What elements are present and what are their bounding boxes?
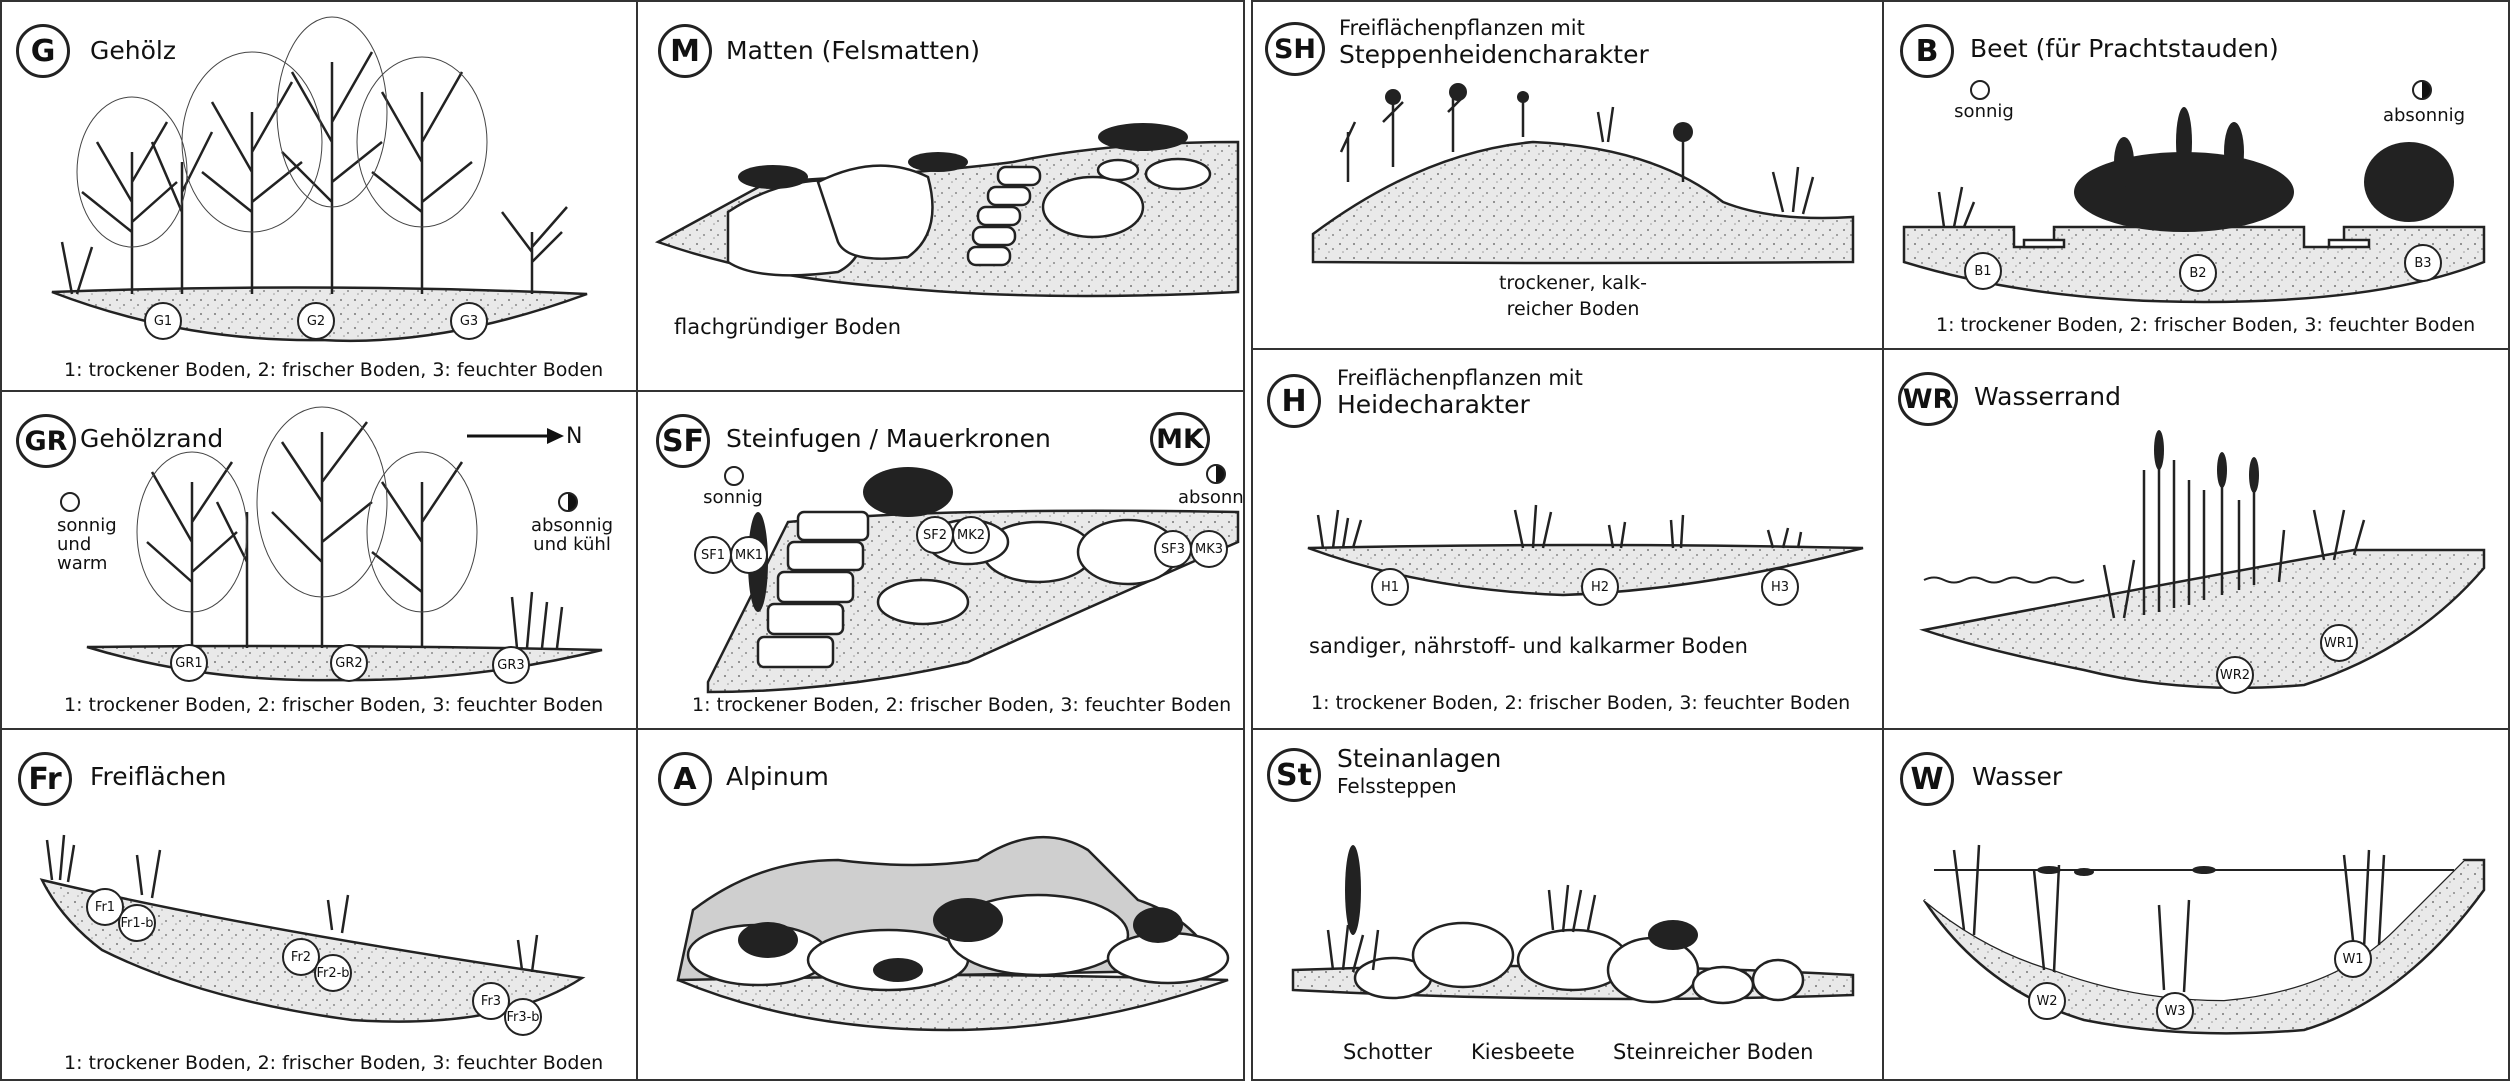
badge-st: St bbox=[1267, 748, 1321, 802]
note-matten: flachgründiger Boden bbox=[674, 315, 901, 339]
subtitle-felssteppen: Felssteppen bbox=[1337, 772, 1457, 800]
badge-fr: Fr bbox=[18, 752, 72, 806]
badge-w: W bbox=[1900, 752, 1954, 806]
tag-fr2-b: Fr2-b bbox=[314, 954, 352, 992]
tag-w1: W1 bbox=[2334, 940, 2372, 978]
badge-wr: WR bbox=[1898, 372, 1958, 426]
tag-g2: G2 bbox=[297, 302, 335, 340]
title-steinfugen: Steinfugen / Mauerkronen bbox=[726, 424, 1051, 454]
north-label: N bbox=[566, 422, 582, 452]
title-steppenheide: Freiflächenpflanzen mit bbox=[1339, 14, 1585, 42]
half-shade-icon bbox=[2412, 80, 2432, 100]
sun-icon bbox=[724, 466, 744, 486]
panel-gehoelzrand: GR Gehölzrand N sonnig und warm absonnig… bbox=[0, 390, 638, 730]
label-kiesbeete: Kiesbeete bbox=[1471, 1040, 1575, 1064]
subtitle-steppenheide: Steppenheidencharakter bbox=[1339, 40, 1649, 70]
tag-mk2: MK2 bbox=[952, 516, 990, 554]
half-shade-icon bbox=[1206, 464, 1226, 484]
panel-alpinum: A Alpinum bbox=[636, 728, 1245, 1081]
label-sonnig: sonnig bbox=[1934, 102, 2034, 121]
tag-sf3: SF3 bbox=[1154, 530, 1192, 568]
tag-wr1: WR1 bbox=[2320, 624, 2358, 662]
caption-beet: 1: trockener Boden, 2: frischer Boden, 3… bbox=[1936, 314, 2475, 336]
title-freiflaechen: Freiflächen bbox=[90, 762, 227, 792]
panel-freiflaechen: Fr Freiflächen Fr1 Fr1-b Fr2 Fr2-b Fr3 F… bbox=[0, 728, 638, 1081]
tag-b3: B3 bbox=[2404, 244, 2442, 282]
label-steinreicher-boden: Steinreicher Boden bbox=[1613, 1040, 1813, 1064]
label-absonnig: absonnig bbox=[522, 516, 622, 535]
badge-g: G bbox=[16, 24, 70, 78]
caption-freiflaechen: 1: trockener Boden, 2: frischer Boden, 3… bbox=[64, 1052, 603, 1074]
tag-b1: B1 bbox=[1964, 252, 2002, 290]
title-wasserrand: Wasserrand bbox=[1974, 382, 2121, 412]
tag-mk1: MK1 bbox=[730, 536, 768, 574]
label-und-kuehl: und kühl bbox=[522, 535, 622, 554]
tag-h2: H2 bbox=[1581, 568, 1619, 606]
title-matten: Matten (Felsmatten) bbox=[726, 36, 980, 66]
tag-sf1: SF1 bbox=[694, 536, 732, 574]
title-gehoelz: Gehölz bbox=[90, 36, 176, 66]
tag-wr2: WR2 bbox=[2216, 656, 2254, 694]
tag-w2: W2 bbox=[2028, 982, 2066, 1020]
badge-m: M bbox=[658, 24, 712, 78]
tag-gr1: GR1 bbox=[170, 644, 208, 682]
tag-mk3: MK3 bbox=[1190, 530, 1228, 568]
title-alpinum: Alpinum bbox=[726, 762, 829, 792]
tag-sf2: SF2 bbox=[916, 516, 954, 554]
badge-sh: SH bbox=[1265, 22, 1325, 76]
badge-gr: GR bbox=[16, 414, 76, 468]
tag-g3: G3 bbox=[450, 302, 488, 340]
tag-w3: W3 bbox=[2156, 992, 2194, 1030]
title-heide: Freiflächenpflanzen mit bbox=[1337, 364, 1583, 392]
label-warm: warm bbox=[57, 554, 107, 573]
panel-heide: H Freiflächenpflanzen mit Heidecharakter… bbox=[1251, 348, 1884, 730]
panel-matten: M Matten (Felsmatten) flachgründiger Bod… bbox=[636, 0, 1245, 392]
panel-steinanlagen: St Steinanlagen Felssteppen Schotter Kie… bbox=[1251, 728, 1884, 1081]
badge-h: H bbox=[1267, 374, 1321, 428]
panel-wasser: W Wasser W1 W2 W3 bbox=[1882, 728, 2510, 1081]
subtitle-heide: Heidecharakter bbox=[1337, 390, 1530, 420]
note-heide: sandiger, nährstoff- und kalkarmer Boden bbox=[1309, 634, 1748, 658]
tag-b2: B2 bbox=[2179, 254, 2217, 292]
caption-heide: 1: trockener Boden, 2: frischer Boden, 3… bbox=[1311, 692, 1850, 714]
tag-h3: H3 bbox=[1761, 568, 1799, 606]
tag-h1: H1 bbox=[1371, 568, 1409, 606]
panel-gehoelz: G Gehölz G1 G2 G3 1: trockener Boden, 2:… bbox=[0, 0, 638, 392]
title-beet: Beet (für Prachtstauden) bbox=[1970, 34, 2279, 64]
panel-wasserrand: WR Wasserrand WR1 WR2 bbox=[1882, 348, 2510, 730]
tag-gr3: GR3 bbox=[492, 646, 530, 684]
title-wasser: Wasser bbox=[1972, 762, 2062, 792]
title-steinanlagen: Steinanlagen bbox=[1337, 744, 1501, 774]
sun-icon bbox=[60, 492, 80, 512]
label-sonnig: sonnig bbox=[683, 488, 783, 507]
badge-sf: SF bbox=[656, 414, 710, 468]
caption-gehoelzrand: 1: trockener Boden, 2: frischer Boden, 3… bbox=[64, 694, 603, 716]
tag-g1: G1 bbox=[144, 302, 182, 340]
sun-icon bbox=[1970, 80, 1990, 100]
half-shade-icon bbox=[558, 492, 578, 512]
title-gehoelzrand: Gehölzrand bbox=[80, 424, 223, 454]
tag-gr2: GR2 bbox=[330, 644, 368, 682]
tag-fr1-b: Fr1-b bbox=[118, 904, 156, 942]
badge-a: A bbox=[658, 752, 712, 806]
panel-steppenheide: SH Freiflächenpflanzen mit Steppenheiden… bbox=[1251, 0, 1884, 350]
note-steppenheide-2: reicher Boden bbox=[1423, 300, 1723, 319]
label-sonnig: sonnig bbox=[57, 516, 117, 535]
note-steppenheide-1: trockener, kalk- bbox=[1423, 274, 1723, 293]
tag-fr3-b: Fr3-b bbox=[504, 998, 542, 1036]
badge-b: B bbox=[1900, 24, 1954, 78]
label-schotter: Schotter bbox=[1343, 1040, 1432, 1064]
caption-steinfugen: 1: trockener Boden, 2: frischer Boden, 3… bbox=[692, 694, 1231, 716]
panel-steinfugen: SF Steinfugen / Mauerkronen MK sonnig ab… bbox=[636, 390, 1245, 730]
label-absonnig: absonnig bbox=[2364, 106, 2484, 125]
badge-mk: MK bbox=[1150, 412, 1210, 466]
caption-gehoelz: 1: trockener Boden, 2: frischer Boden, 3… bbox=[64, 359, 603, 381]
label-und: und bbox=[57, 535, 91, 554]
panel-beet: B Beet (für Prachtstauden) sonnig absonn… bbox=[1882, 0, 2510, 350]
label-absonn: absonn bbox=[1178, 488, 1244, 507]
